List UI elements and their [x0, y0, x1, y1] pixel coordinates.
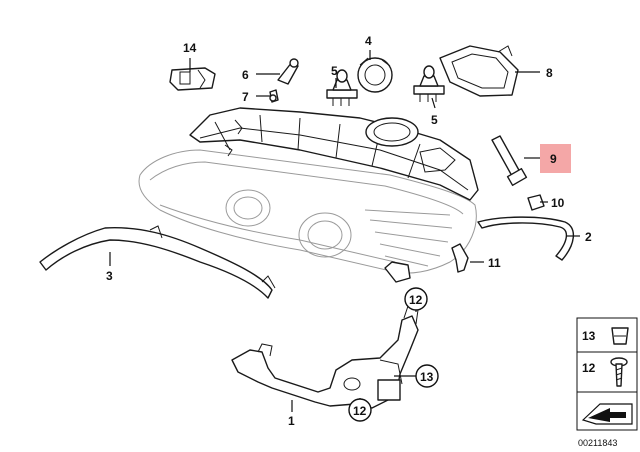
svg-text:8: 8: [546, 66, 553, 80]
bulb-socket: [277, 58, 299, 85]
svg-text:7: 7: [242, 90, 249, 104]
svg-text:3: 3: [106, 269, 113, 283]
screw-icon: [610, 357, 628, 387]
svg-text:5: 5: [331, 64, 338, 78]
svg-text:12: 12: [409, 293, 423, 307]
callout-5-left: 5: [331, 64, 338, 78]
svg-text:1: 1: [288, 414, 295, 428]
trim-strip: [39, 225, 276, 299]
callout-1: 1: [288, 414, 295, 428]
support-bracket: [231, 305, 419, 409]
callout-3: 3: [106, 269, 113, 283]
legend-label-13: 13: [582, 329, 596, 343]
svg-text:4: 4: [365, 34, 372, 48]
callout-12-bottom: 12: [348, 398, 372, 422]
svg-text:2: 2: [585, 230, 592, 244]
svg-text:13: 13: [420, 370, 434, 384]
clip-part: [451, 243, 469, 273]
connector-part: [169, 67, 216, 91]
bulb-right: [413, 65, 445, 102]
svg-text:12: 12: [353, 404, 367, 418]
callout-5-right: 5: [431, 113, 438, 127]
cap-part: [357, 57, 393, 93]
long-bulb: [491, 135, 528, 187]
callout-9-highlight: 9: [540, 144, 571, 173]
direction-arrow-icon: [581, 403, 633, 425]
callout-13: 13: [415, 364, 439, 388]
callout-14: 14: [183, 41, 197, 55]
socket-part: [527, 194, 545, 211]
svg-text:11: 11: [488, 256, 501, 270]
legend-label-12: 12: [582, 361, 596, 375]
svg-text:10: 10: [551, 196, 565, 210]
callout-2: 2: [585, 230, 592, 244]
svg-text:9: 9: [550, 152, 557, 166]
diagram-number: 00211843: [578, 438, 617, 448]
leader-lines: [109, 50, 580, 412]
headlight-housing: [138, 107, 479, 283]
cover-part: [439, 45, 519, 97]
seal: [477, 216, 574, 261]
small-bulb: [269, 89, 279, 103]
callout-6: 6: [242, 68, 249, 82]
legend-panel: 13 12: [576, 317, 638, 431]
callout-10: 10: [551, 196, 565, 210]
callout-7: 7: [242, 90, 249, 104]
svg-text:5: 5: [431, 113, 438, 127]
svg-text:14: 14: [183, 41, 197, 55]
callout-8: 8: [546, 66, 553, 80]
svg-text:6: 6: [242, 68, 249, 82]
callout-12-top: 12: [404, 287, 428, 311]
callout-4: 4: [365, 34, 372, 48]
callout-11: 11: [488, 256, 501, 270]
